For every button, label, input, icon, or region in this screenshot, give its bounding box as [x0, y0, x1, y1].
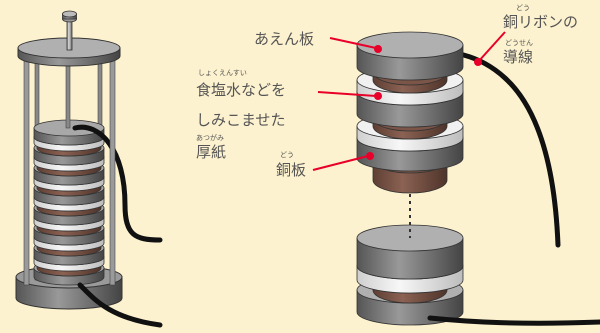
copper-ribbon-ruby-2: どうせん [505, 39, 533, 47]
cardboard-ruby: あつがみ [196, 134, 224, 142]
salt-water-label-line1: 食塩水などを [196, 81, 287, 99]
copper-ribbon-ruby-1: どう [516, 4, 530, 12]
exploded-stack-lower [356, 224, 464, 326]
bottom-wire [427, 315, 600, 326]
zinc-layer [356, 31, 464, 81]
disc-stack [33, 119, 105, 286]
salt-water-ruby: しょくえんすい [198, 69, 247, 77]
copper-plate-ruby: どう [280, 151, 294, 159]
leader-lines [312, 31, 506, 171]
zinc-plate-label: あえん板 [254, 30, 315, 48]
screw-knob [62, 10, 77, 51]
lower-wire [77, 282, 163, 328]
zinc-layer [356, 224, 464, 280]
copper-ribbon-label-line1: 銅リボンの [503, 13, 579, 31]
upper-wire [72, 124, 163, 243]
copper-ribbon-label-line2: 導線 [503, 48, 534, 66]
copper-plate-label: 銅板 [276, 161, 307, 179]
salt-water-label-line2: しみこませた [196, 111, 286, 129]
pile-apparatus [15, 10, 163, 328]
exploded-view [356, 31, 600, 326]
exploded-stack-upper [356, 31, 464, 194]
cardboard-label: 厚紙 [196, 143, 227, 161]
